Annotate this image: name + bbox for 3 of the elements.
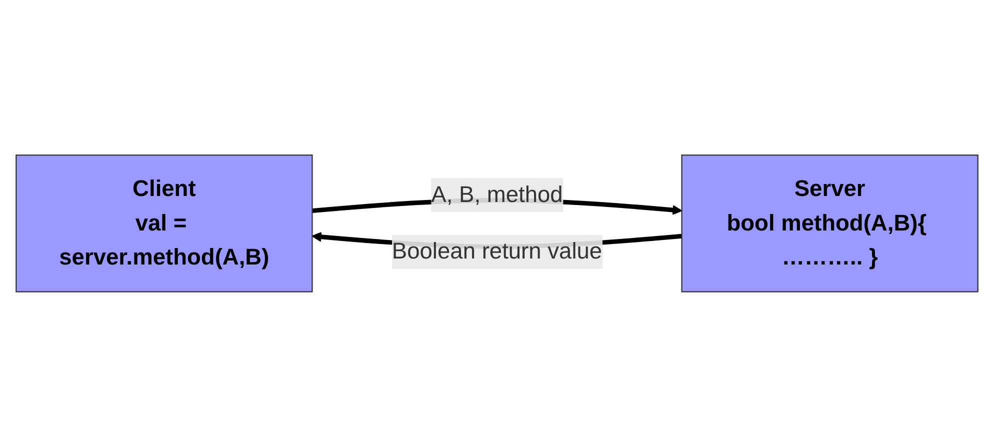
node-box — [16, 154, 313, 292]
flow-diagram: A, B, method Boolean return value Client val = server.method(A,B) Server bool method(A,B){ ……….. } — [7, 146, 987, 300]
node-box — [681, 154, 978, 292]
